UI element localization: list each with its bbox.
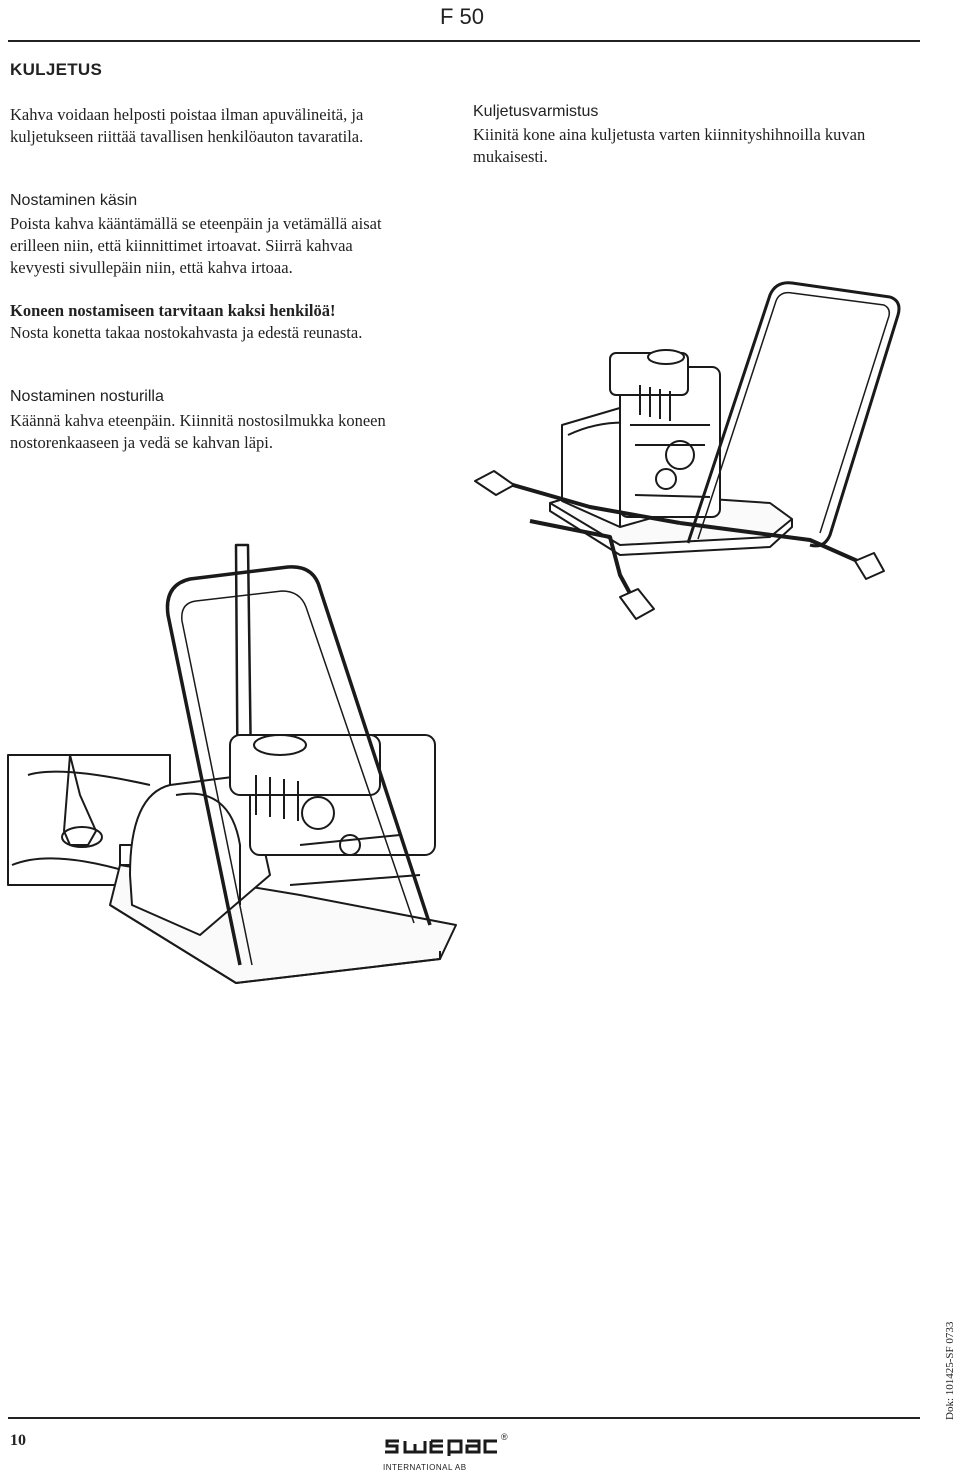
section-title: KULJETUS	[10, 60, 103, 79]
two-persons-instruction: Nosta konetta takaa nostokahvasta ja ede…	[10, 323, 363, 342]
two-persons-warning: Koneen nostamiseen tarvitaan kaksi henki…	[10, 301, 336, 320]
transport-securing-line-1: Kiinitä kone aina kuljetusta varten kiin…	[473, 125, 866, 144]
brand-sub: INTERNATIONAL AB	[383, 1463, 467, 1472]
footer-rule	[8, 1417, 920, 1419]
header-rule	[8, 40, 920, 42]
hand-lift-heading: Nostaminen käsin	[10, 192, 138, 209]
transport-securing-line-2: mukaisesti.	[473, 147, 548, 166]
crane-lifting-illustration	[7, 543, 457, 984]
intro-paragraph: Kahva voidaan helposti poistaa ilman apu…	[10, 105, 364, 146]
doc-code: Dok: 101425-SF 0733	[944, 1321, 956, 1420]
crane-lift-heading: Nostaminen nosturilla	[10, 388, 164, 405]
swepac-wordmark	[385, 1439, 497, 1456]
hand-lift-line-2: erilleen niin, että kiinnittimet irtoava…	[10, 236, 353, 255]
transport-strapping-illustration	[474, 281, 901, 620]
page-number: 10	[10, 1432, 26, 1449]
registered-mark: ®	[501, 1432, 508, 1442]
hand-lift-line-3: kevyesti sivullepäin niin, että kahva ir…	[10, 258, 293, 277]
transport-securing-heading: Kuljetusvarmistus	[473, 103, 599, 120]
page-label: F 50	[439, 4, 484, 29]
brand-logo: ® INTERNATIONAL AB	[383, 1432, 513, 1472]
crane-lift-line-2: nostorenkaaseen ja vedä se kahvan läpi.	[10, 433, 273, 452]
hand-lift-line-1: Poista kahva kääntämällä se eteenpäin ja…	[10, 214, 382, 233]
crane-lift-line-1: Käännä kahva eteenpäin. Kiinnitä nostosi…	[10, 411, 386, 430]
